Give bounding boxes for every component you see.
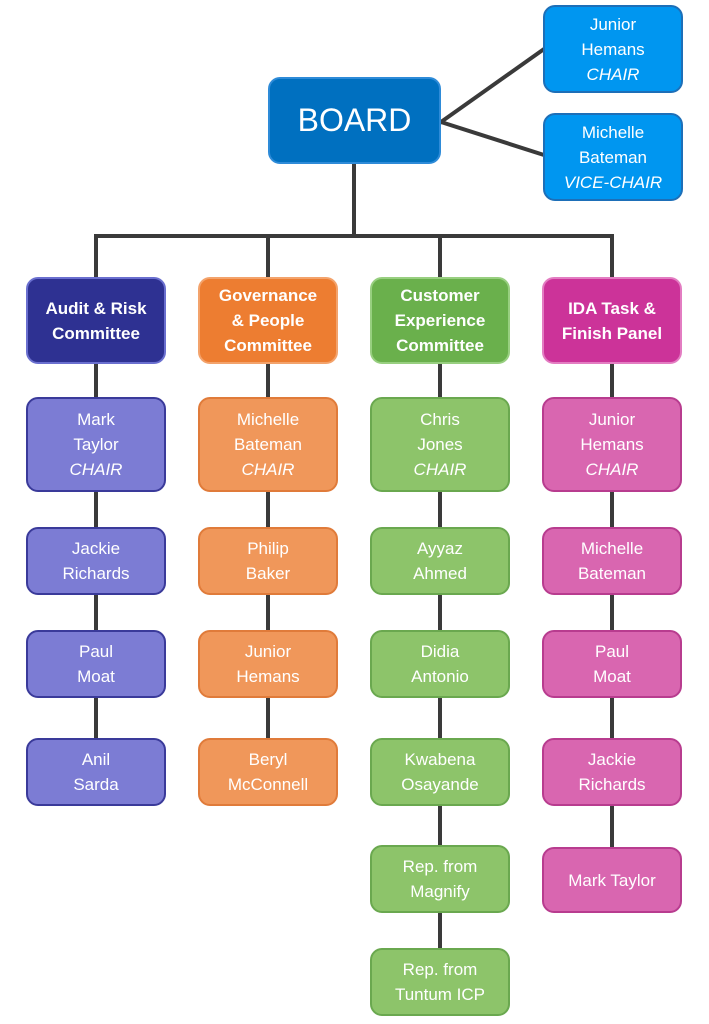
committee-governance-people: Governance & People Committee bbox=[198, 277, 338, 364]
member-name-line: Paul bbox=[594, 642, 630, 661]
member-name-line: Junior bbox=[588, 410, 636, 429]
member-name-line: Richards bbox=[62, 564, 130, 583]
member-name-line: Ahmed bbox=[413, 564, 467, 583]
member-node: Mark Taylor bbox=[542, 847, 682, 913]
member-node: Mark Taylor CHAIR bbox=[26, 397, 166, 492]
member-name-line: Jackie bbox=[71, 539, 121, 558]
committee-title-line: Committee bbox=[396, 336, 484, 355]
member-name-line: Rep. from bbox=[402, 960, 478, 979]
committee-audit-risk: Audit & Risk Committee bbox=[26, 277, 166, 364]
member-name-line: Richards bbox=[578, 775, 646, 794]
committee-title-line: Committee bbox=[52, 323, 140, 343]
member-name-line: Jones bbox=[417, 435, 463, 454]
member-name-line: Tuntum ICP bbox=[394, 985, 486, 1004]
board-vice-chair-node: Michelle Bateman VICE-CHAIR bbox=[543, 113, 683, 201]
member-name-line: Junior bbox=[244, 642, 292, 661]
member-node: Didia Antonio bbox=[370, 630, 510, 698]
member-name-line: McConnell bbox=[227, 775, 309, 794]
member-node: Beryl McConnell bbox=[198, 738, 338, 806]
member-name-line: Moat bbox=[593, 667, 631, 686]
member-name-line: Bateman bbox=[233, 435, 303, 454]
board-chair-role: CHAIR bbox=[586, 64, 640, 84]
connector-board-chair bbox=[438, 46, 547, 125]
member-name-line: Moat bbox=[77, 667, 115, 686]
member-node: Chris Jones CHAIR bbox=[370, 397, 510, 492]
board-vice-chair-last-name: Bateman bbox=[578, 147, 648, 167]
member-name-line: Paul bbox=[78, 642, 114, 661]
connector-board-vice-chair bbox=[438, 119, 547, 158]
member-name-line: Magnify bbox=[410, 882, 470, 901]
member-node: Kwabena Osayande bbox=[370, 738, 510, 806]
member-name-line: Baker bbox=[245, 564, 291, 583]
committee-title-line: Committee bbox=[224, 336, 312, 355]
member-name-line: Ayyaz bbox=[417, 539, 463, 558]
board-label: BOARD bbox=[297, 102, 412, 138]
member-node: Paul Moat bbox=[542, 630, 682, 698]
board-chair-first-name: Junior bbox=[589, 14, 637, 34]
member-name-line: Mark Taylor bbox=[568, 870, 656, 890]
member-node: Philip Baker bbox=[198, 527, 338, 595]
committee-title-line: & People bbox=[231, 311, 305, 330]
member-node: Paul Moat bbox=[26, 630, 166, 698]
member-name-line: Michelle bbox=[236, 410, 300, 429]
member-name-line: Didia bbox=[420, 642, 460, 661]
member-name-line: Taylor bbox=[73, 435, 119, 454]
board-vice-chair-role: VICE-CHAIR bbox=[563, 172, 663, 192]
board-node: BOARD bbox=[268, 77, 441, 164]
member-role: CHAIR bbox=[413, 460, 467, 479]
member-name-line: Philip bbox=[247, 539, 289, 558]
committee-ida-task-finish: IDA Task & Finish Panel bbox=[542, 277, 682, 364]
member-node: Rep. from Magnify bbox=[370, 845, 510, 913]
member-node: Michelle Bateman CHAIR bbox=[198, 397, 338, 492]
member-name-line: Antonio bbox=[411, 667, 469, 686]
member-name-line: Hemans bbox=[236, 667, 300, 686]
member-role: CHAIR bbox=[241, 460, 295, 479]
member-name-line: Sarda bbox=[73, 775, 119, 794]
member-name-line: Anil bbox=[81, 750, 111, 769]
member-name-line: Hemans bbox=[580, 435, 644, 454]
committee-title-line: Audit & Risk bbox=[45, 298, 147, 318]
committee-title-line: Finish Panel bbox=[561, 323, 663, 343]
committee-title-line: Governance bbox=[218, 286, 318, 305]
board-chair-last-name: Hemans bbox=[581, 39, 645, 59]
member-node: Jackie Richards bbox=[26, 527, 166, 595]
member-name-line: Mark bbox=[77, 410, 115, 429]
board-chair-node: Junior Hemans CHAIR bbox=[543, 5, 683, 93]
member-name-line: Kwabena bbox=[404, 750, 476, 769]
member-name-line: Chris bbox=[420, 410, 460, 429]
board-vice-chair-first-name: Michelle bbox=[581, 122, 645, 142]
member-name-line: Beryl bbox=[248, 750, 288, 769]
member-node: Junior Hemans CHAIR bbox=[542, 397, 682, 492]
member-node: Junior Hemans bbox=[198, 630, 338, 698]
committee-title-line: Experience bbox=[394, 311, 486, 330]
member-role: CHAIR bbox=[69, 460, 123, 479]
member-name-line: Rep. from bbox=[402, 857, 478, 876]
member-node: Jackie Richards bbox=[542, 738, 682, 806]
member-role: CHAIR bbox=[585, 460, 639, 479]
committee-customer-experience: Customer Experience Committee bbox=[370, 277, 510, 364]
member-name-line: Jackie bbox=[587, 750, 637, 769]
member-node: Anil Sarda bbox=[26, 738, 166, 806]
committee-title-line: IDA Task & bbox=[568, 298, 656, 318]
committee-title-line: Customer bbox=[400, 286, 480, 305]
member-name-line: Michelle bbox=[580, 539, 644, 558]
member-node: Ayyaz Ahmed bbox=[370, 527, 510, 595]
member-node: Rep. from Tuntum ICP bbox=[370, 948, 510, 1016]
member-name-line: Bateman bbox=[577, 564, 647, 583]
member-node: Michelle Bateman bbox=[542, 527, 682, 595]
member-name-line: Osayande bbox=[401, 775, 479, 794]
